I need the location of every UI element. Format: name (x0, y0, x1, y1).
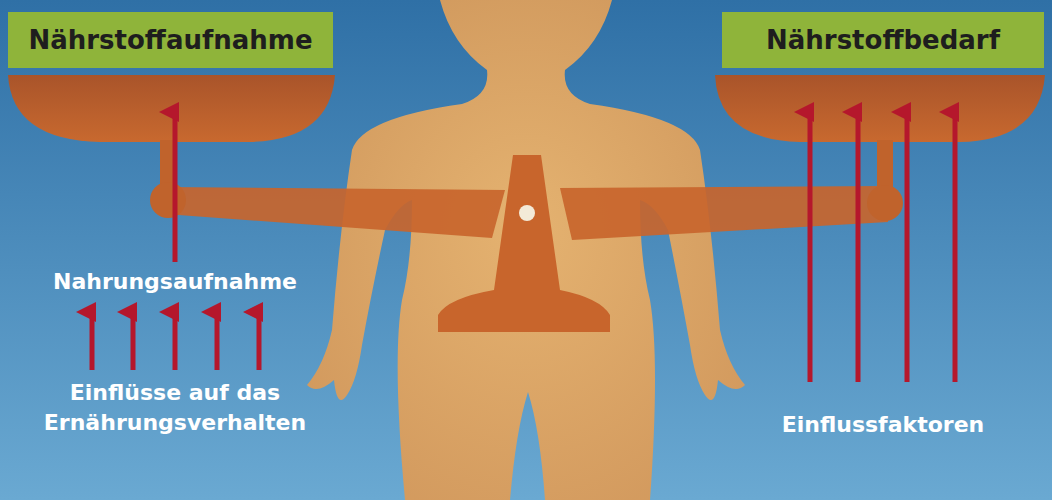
pan-stem (877, 140, 893, 190)
arrow (257, 312, 262, 370)
arrow (215, 312, 220, 370)
human-silhouette (307, 0, 745, 500)
caption-label: Einflussfaktoren (733, 410, 1033, 440)
beam-right (560, 186, 888, 240)
left-scale-pan (8, 75, 335, 142)
beam-left (165, 187, 505, 238)
beam-knob (150, 182, 186, 218)
influence-arrows (92, 112, 955, 382)
heading-box: Nährstoffaufnahme (8, 12, 333, 68)
arrow (90, 312, 95, 370)
beam-knob (867, 185, 903, 221)
scale-pivot (438, 155, 610, 332)
pivot-hole (519, 205, 535, 221)
caption-label: Nahrungsaufnahme (15, 267, 335, 297)
arrow (808, 112, 813, 382)
arrow (173, 312, 178, 370)
arrow (131, 312, 136, 370)
heading-box: Nährstoffbedarf (722, 12, 1044, 68)
heading-text: Nährstoffaufnahme (28, 25, 312, 55)
heading-text: Nährstoffbedarf (766, 25, 1000, 55)
arrow (856, 112, 861, 382)
caption-label: Einflüsse auf das Ernährungsverhalten (15, 378, 335, 438)
arrow (953, 112, 958, 382)
arrow (905, 112, 910, 382)
right-scale-pan (715, 75, 1045, 142)
arrow (173, 112, 178, 262)
